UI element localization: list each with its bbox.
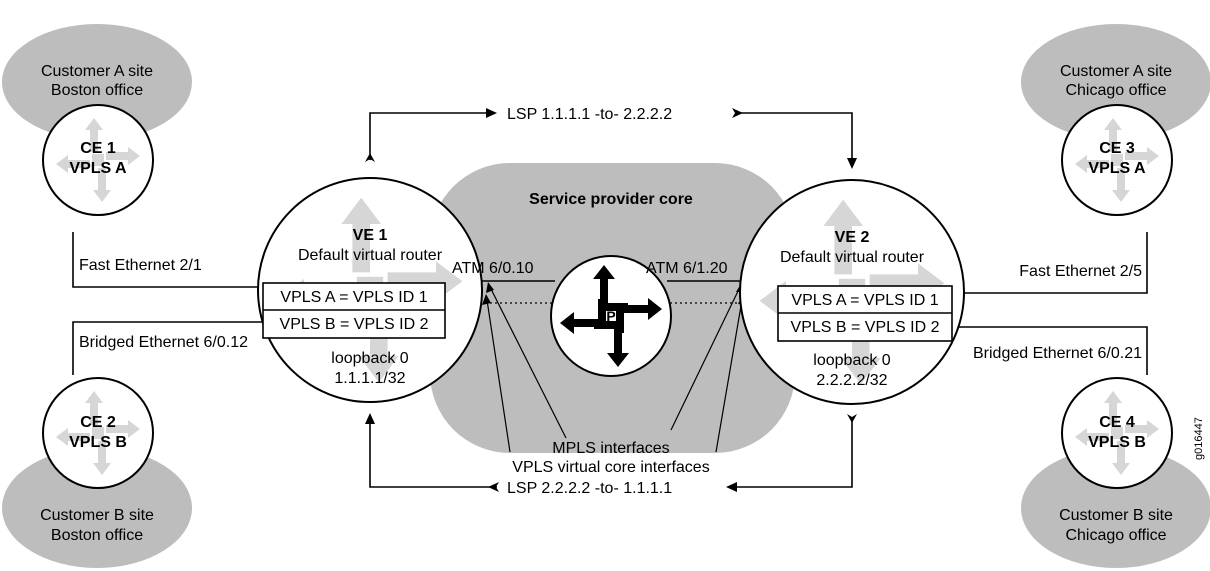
ce2-name: CE 2 — [80, 414, 116, 431]
site-a-boston-line2: Boston office — [51, 82, 143, 99]
lsp-top-path — [365, 108, 857, 169]
ve1-vpls-a: VPLS A = VPLS ID 1 — [280, 289, 427, 306]
ve1-vpls-b: VPLS B = VPLS ID 2 — [280, 316, 429, 333]
ce3-vpls: VPLS A — [1088, 160, 1146, 177]
ve1-router-label: Default virtual router — [298, 247, 443, 264]
site-cloud-a-boston — [2, 24, 192, 140]
atm-right-label: ATM 6/1.20 — [646, 260, 728, 277]
ve2-loopback: loopback 0 — [813, 352, 890, 369]
be-left-label: Bridged Ethernet 6/0.12 — [79, 334, 248, 351]
fe-left-label: Fast Ethernet 2/1 — [79, 257, 202, 274]
fe-right-label: Fast Ethernet 2/5 — [1019, 263, 1142, 280]
atm-left-label: ATM 6/0.10 — [452, 260, 534, 277]
p-router: P — [550, 255, 672, 377]
ce1-vpls: VPLS A — [69, 160, 127, 177]
core-label: Service provider core — [529, 191, 693, 208]
ve2-router-label: Default virtual router — [780, 249, 925, 266]
ce4-vpls: VPLS B — [1088, 434, 1146, 451]
lsp-bottom-label: LSP 2.2.2.2 -to- 1.1.1.1 — [507, 480, 672, 497]
ce4-name: CE 4 — [1099, 414, 1135, 431]
lsp-bottom-path — [365, 413, 857, 492]
ce4-router: CE 4 VPLS B — [1061, 377, 1173, 489]
ce2-router: CE 2 VPLS B — [42, 377, 154, 489]
ve1-loopback: loopback 0 — [331, 350, 408, 367]
site-b-chicago-line1: Customer B site — [1059, 507, 1173, 524]
ve2-router: VE 2 Default virtual router VPLS A = VPL… — [739, 179, 965, 405]
ve2-vpls-b: VPLS B = VPLS ID 2 — [791, 319, 940, 336]
site-a-chicago-line1: Customer A site — [1060, 63, 1172, 80]
site-cloud-a-chicago — [1021, 24, 1210, 140]
ve2-ip: 2.2.2.2/32 — [816, 372, 887, 389]
site-cloud-b-chicago — [1021, 448, 1210, 568]
ve1-ip: 1.1.1.1/32 — [334, 370, 405, 387]
site-b-boston-line1: Customer B site — [40, 507, 154, 524]
ce3-router: CE 3 VPLS A — [1061, 104, 1173, 216]
ce1-router: CE 1 VPLS A — [42, 104, 154, 216]
ve1-name: VE 1 — [353, 227, 388, 244]
lsp-top-label: LSP 1.1.1.1 -to- 2.2.2.2 — [507, 106, 672, 123]
site-b-chicago-line2: Chicago office — [1065, 527, 1166, 544]
callout-line2: VPLS virtual core interfaces — [512, 459, 709, 476]
p-router-label: P — [606, 308, 615, 324]
access-links — [72, 232, 1148, 375]
ce1-name: CE 1 — [80, 140, 116, 157]
figure-id: g016447 — [1193, 417, 1205, 460]
site-b-boston-line2: Boston office — [51, 527, 143, 544]
site-cloud-b-boston — [2, 448, 192, 568]
ve1-router: VE 1 Default virtual router VPLS A = VPL… — [257, 177, 483, 403]
ce2-vpls: VPLS B — [69, 434, 127, 451]
be-right-label: Bridged Ethernet 6/0.21 — [973, 345, 1142, 362]
ve2-name: VE 2 — [835, 229, 870, 246]
site-a-boston-line1: Customer A site — [41, 63, 153, 80]
ve2-vpls-a: VPLS A = VPLS ID 1 — [791, 292, 938, 309]
site-a-chicago-line2: Chicago office — [1065, 82, 1166, 99]
ce3-name: CE 3 — [1099, 140, 1135, 157]
callout-line1: MPLS interfaces — [552, 440, 669, 457]
